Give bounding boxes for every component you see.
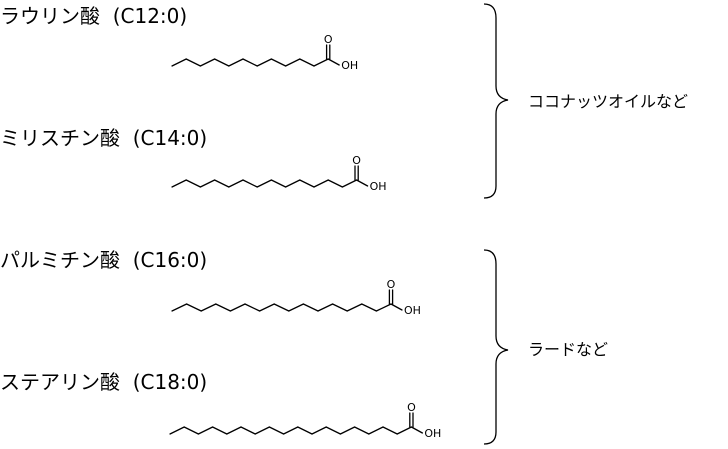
chain-bond (256, 179, 273, 188)
chain-bond (284, 179, 301, 188)
chain-bond (226, 426, 242, 435)
chain-bond (213, 58, 230, 67)
chain-bond (317, 303, 334, 312)
chain-bond (346, 303, 363, 312)
chain-bond (213, 179, 230, 188)
chain-bond (171, 303, 188, 312)
chain-bond (361, 303, 378, 312)
molecule-2: O OH (171, 154, 387, 193)
acid-formula: (C12:0) (112, 4, 188, 28)
chain-bond (368, 426, 384, 435)
acid-label-palmitic: パルミチン酸 (C16:0) (0, 250, 207, 270)
chain-bond (258, 303, 275, 312)
chain-bond (270, 179, 287, 188)
oxygen-atom: O (352, 154, 361, 167)
chain-bond (375, 303, 392, 312)
oxygen-atom: O (387, 278, 396, 291)
chain-bond (299, 58, 315, 67)
chain-bond (325, 426, 342, 435)
acid-formula: (C18:0) (132, 370, 208, 394)
acid-name: ミリスチン酸 (0, 126, 120, 150)
chain-bond (185, 179, 202, 188)
chain-bond (341, 179, 358, 188)
brace-coconut-oil (483, 3, 509, 199)
group-braces (483, 3, 509, 445)
acid-label-myristic: ミリスチン酸 (C14:0) (0, 128, 207, 148)
hydroxyl-bond (390, 303, 403, 311)
chain-bond (242, 179, 258, 188)
acid-name: ラウリン酸 (0, 4, 100, 28)
chain-bond (284, 58, 301, 67)
chain-bond (171, 179, 187, 188)
oxygen-atom: O (407, 401, 416, 414)
chain-bond (197, 426, 214, 435)
chain-bond (215, 303, 232, 312)
molecule-4: O OH (169, 401, 441, 440)
molecule-structures: O OH O OH O OH O OH (169, 33, 441, 440)
chain-bond (327, 179, 344, 188)
chain-bond (339, 426, 356, 435)
chain-bond (254, 426, 271, 435)
chain-bond (211, 426, 228, 435)
chain-bond (282, 426, 299, 435)
hydroxyl-group: OH (404, 304, 421, 317)
acid-label-lauric: ラウリン酸 (C12:0) (0, 6, 187, 26)
chain-bond (183, 426, 200, 435)
hydroxyl-bond (355, 179, 369, 187)
group-label-lard: ラードなど (528, 340, 609, 359)
chain-bond (244, 303, 261, 312)
chain-bond (396, 426, 413, 435)
chain-bond (199, 179, 216, 188)
hydroxyl-group: OH (424, 427, 441, 440)
chain-bond (273, 303, 290, 312)
chain-bond (200, 303, 217, 312)
chain-bond (382, 426, 398, 435)
hydroxyl-group: OH (341, 59, 358, 72)
oxygen-atom: O (324, 33, 333, 46)
acid-formula: (C16:0) (132, 248, 208, 272)
chain-bond (185, 303, 202, 312)
chain-bond (185, 58, 202, 67)
acid-name: パルミチン酸 (0, 248, 120, 272)
chain-bond (311, 426, 327, 435)
hydroxyl-bond (327, 58, 340, 66)
molecule-1: O OH (171, 33, 358, 72)
acid-name: ステアリン酸 (0, 370, 120, 394)
chain-bond (270, 58, 287, 67)
chain-bond (229, 303, 246, 312)
chain-bond (256, 58, 273, 67)
chain-bond (331, 303, 348, 312)
group-label-coconut-oil: ココナッツオイルなど (528, 92, 689, 111)
chain-bond (199, 58, 216, 67)
hydroxyl-bond (410, 426, 424, 434)
chain-bond (242, 58, 258, 67)
chain-bond (169, 426, 185, 435)
molecule-3: O OH (171, 278, 421, 317)
acid-formula: (C14:0) (132, 126, 208, 150)
chain-bond (299, 179, 315, 188)
chain-bond (240, 426, 256, 435)
hydroxyl-group: OH (370, 180, 387, 193)
chain-bond (268, 426, 285, 435)
chain-bond (228, 58, 244, 67)
chain-bond (171, 58, 187, 67)
chain-bond (297, 426, 313, 435)
chain-bond (302, 303, 319, 312)
chain-bond (353, 426, 370, 435)
chain-bond (228, 179, 244, 188)
acid-label-stearic: ステアリン酸 (C18:0) (0, 372, 207, 392)
chain-bond (313, 179, 329, 188)
brace-lard (483, 249, 509, 445)
chain-bond (313, 58, 329, 67)
chain-bond (288, 303, 305, 312)
